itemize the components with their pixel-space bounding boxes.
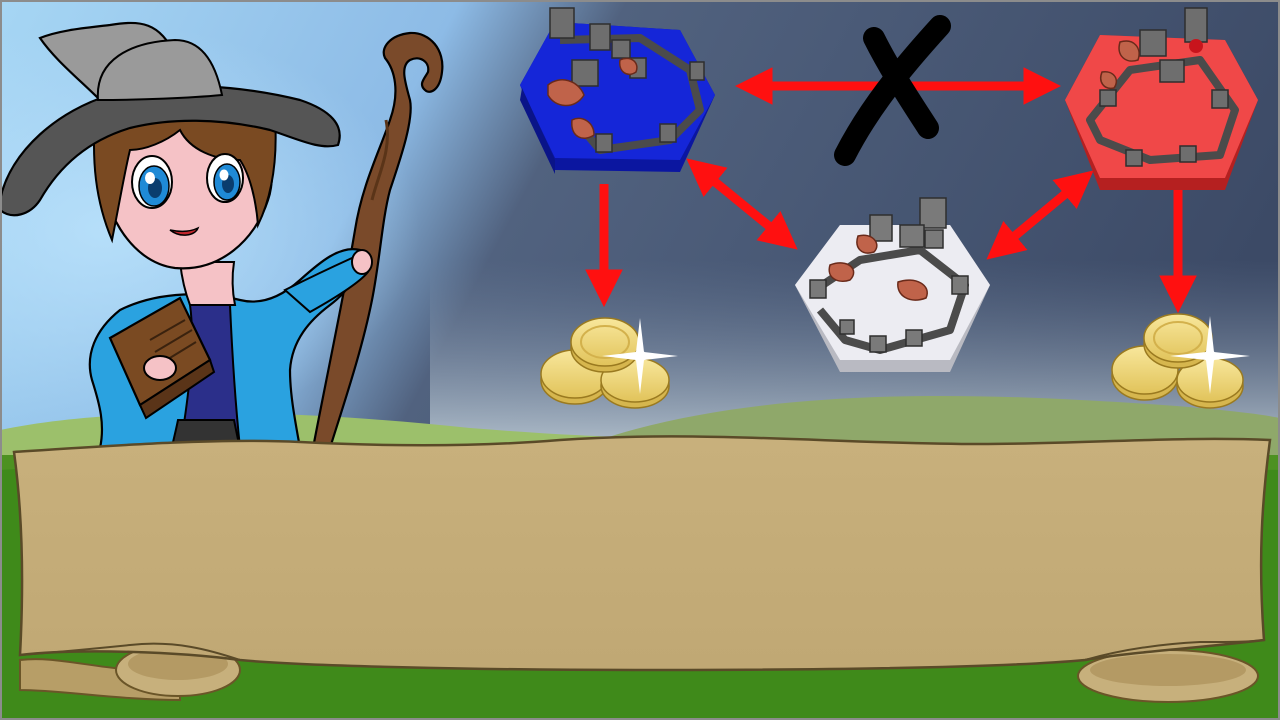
arrow-blue-neutral	[686, 158, 798, 250]
coin-stack-icon	[540, 317, 670, 409]
wizard-character	[0, 21, 373, 450]
wizard-staff	[311, 31, 444, 450]
blocked-cross-icon	[834, 15, 951, 166]
wizard-eyes	[131, 153, 244, 209]
wizard-hair	[93, 117, 277, 244]
red-castle-tile	[1065, 7, 1258, 190]
blue-castle-tile	[520, 7, 715, 174]
arrow-red-neutral	[986, 170, 1094, 260]
sparkle-icon	[602, 318, 678, 394]
sparkle-icon	[1170, 316, 1250, 394]
book-icon	[108, 296, 216, 420]
gold-coins-left	[540, 317, 678, 409]
scroll-body	[12, 435, 1272, 672]
neutral-castle-tile	[795, 197, 990, 372]
parchment-scroll	[12, 435, 1272, 703]
gold-coins-right	[1111, 313, 1250, 409]
